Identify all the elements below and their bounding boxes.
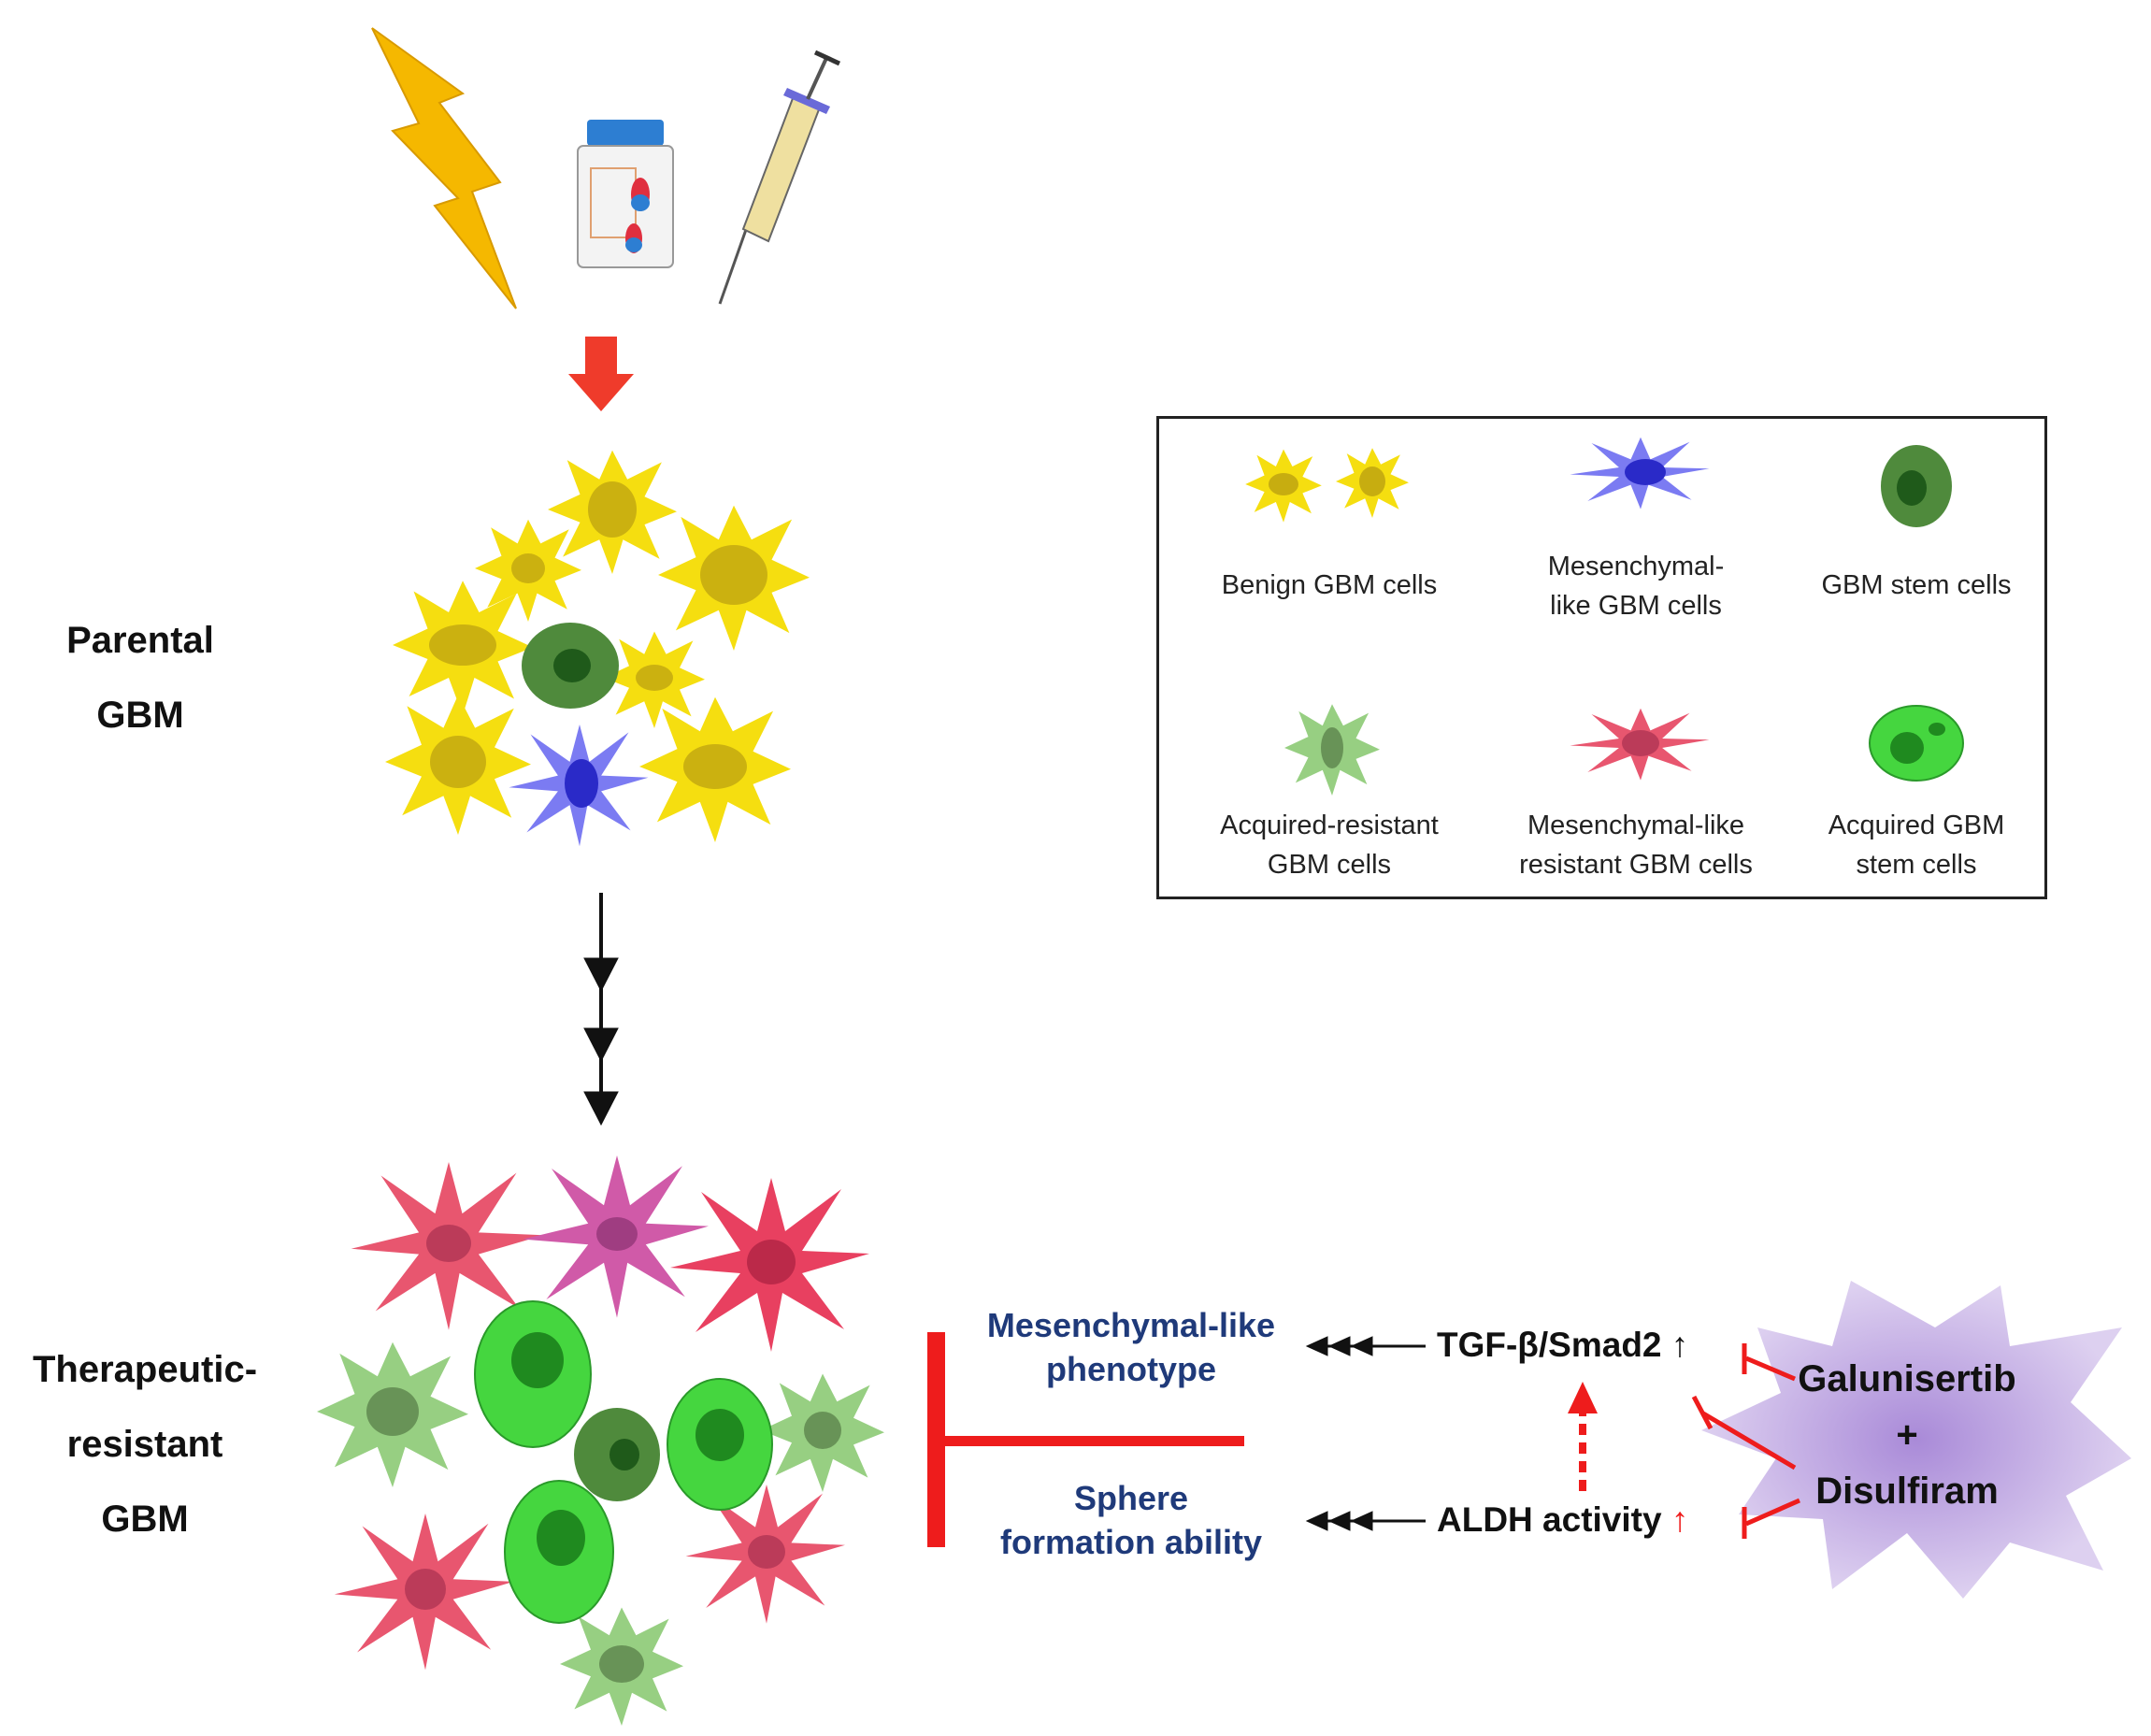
- lightning-icon: [371, 27, 517, 309]
- legend-mesenchymal-icon: [1570, 437, 1710, 509]
- legend-label-acquired-stem: Acquired GBM stem cells: [1828, 811, 2005, 881]
- legend-acquired-resistant-icon: [1284, 704, 1380, 796]
- aldh-up-arrow: ↑: [1671, 1500, 1689, 1539]
- legend-stem-icon: [1881, 445, 1952, 527]
- legend-box: [1156, 416, 2047, 899]
- syringe-icon: [718, 50, 841, 305]
- drug-star: [1701, 1281, 2131, 1599]
- aldh-to-tgf-arrow: [1568, 1382, 1598, 1491]
- legend-label-acquired-resistant: Acquired-resistant GBM cells: [1220, 811, 1439, 881]
- tgf-smad2-label: TGF-β/Smad2 ↑: [1437, 1326, 1689, 1364]
- inhibition-bar: [927, 1332, 1244, 1547]
- aldh-activity-label: ALDH activity ↑: [1437, 1500, 1689, 1539]
- resistant-gbm-label: Therapeutic- resistant GBM: [32, 1349, 258, 1540]
- legend-label-mesenchymal: Mesenchymal- like GBM cells: [1547, 552, 1725, 622]
- plus-sign: +: [1896, 1414, 1918, 1456]
- tgf-up-arrow: ↑: [1671, 1326, 1689, 1364]
- galunisertib-label: Galunisertib: [1798, 1358, 2016, 1399]
- legend-acquired-stem-icon: [1869, 705, 1964, 782]
- progression-arrows: [583, 893, 619, 1126]
- legend-mesenchymal-resistant-icon: [1570, 708, 1710, 781]
- resistant-gbm-cluster: [317, 1155, 884, 1726]
- drug-combination-label: Galunisertib + Disulfiram: [1767, 1351, 2047, 1519]
- legend-label-mesenchymal-resistant: Mesenchymal-like resistant GBM cells: [1519, 811, 1753, 881]
- mesenchymal-phenotype-label: Mesenchymal-like phenotype: [986, 1306, 1276, 1388]
- treatment-arrow: [568, 337, 634, 411]
- legend-benign-icon: [1245, 448, 1409, 523]
- legend-label-stem: GBM stem cells: [1821, 570, 2012, 600]
- pill-bottle-icon: [577, 120, 674, 268]
- parental-gbm-cluster: [385, 450, 810, 847]
- arrows-tgf-to-mesenchymal: [1305, 1336, 1426, 1356]
- legend-label-benign: Benign GBM cells: [1221, 570, 1438, 600]
- sphere-formation-label: Sphere formation ability: [999, 1479, 1263, 1561]
- arrows-aldh-to-sphere: [1305, 1511, 1426, 1531]
- drug-inhibition-lines: [1691, 1343, 1801, 1539]
- parental-gbm-label: Parental GBM: [66, 620, 214, 736]
- disulfiram-label: Disulfiram: [1815, 1471, 1999, 1512]
